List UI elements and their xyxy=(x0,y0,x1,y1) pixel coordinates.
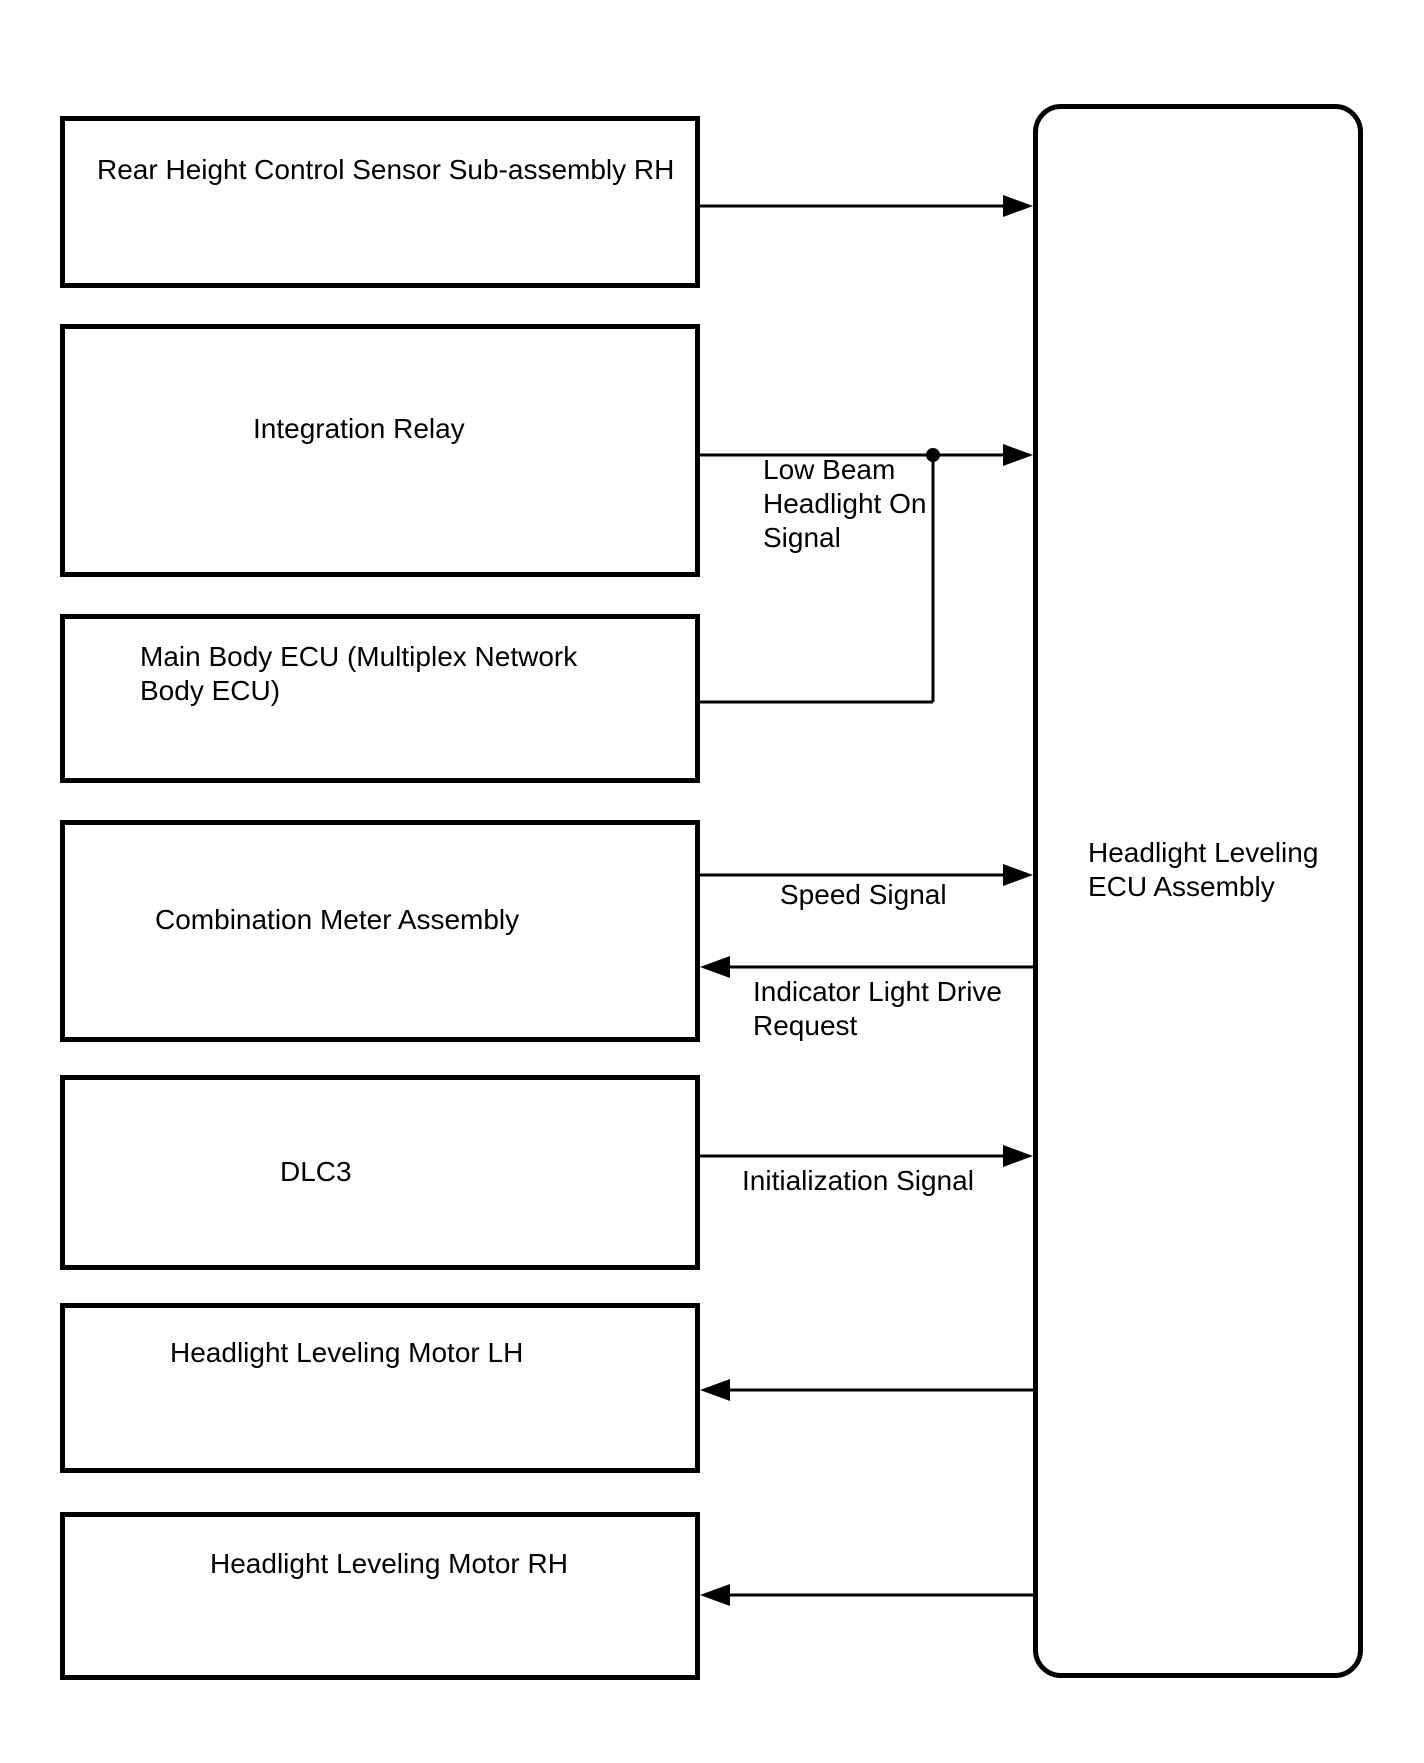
node-headlight-leveling-ecu-assembly: Headlight Leveling ECU Assembly xyxy=(1033,104,1363,1678)
node-integration-relay: Integration Relay xyxy=(60,324,700,577)
arrow-rear-height-sensor-to-ecu-head xyxy=(1003,195,1033,217)
arrow-speed-signal-to-ecu-head xyxy=(1003,864,1033,886)
node-headlight-leveling-motor-rh: Headlight Leveling Motor RH xyxy=(60,1512,700,1680)
node-headlight-leveling-ecu-assembly-label-line1: Headlight Leveling xyxy=(1088,837,1319,868)
node-main-body-ecu-label-line2: Body ECU) xyxy=(140,675,281,706)
node-main-body-ecu: Main Body ECU (Multiplex Network Body EC… xyxy=(60,614,700,783)
node-main-body-ecu-label-line1: Main Body ECU (Multiplex Network xyxy=(140,641,578,672)
node-integration-relay-label: Integration Relay xyxy=(253,413,465,444)
node-main-body-ecu-label: Main Body ECU (Multiplex Network Body EC… xyxy=(140,640,577,708)
initialization-signal-label: Initialization Signal xyxy=(742,1165,974,1196)
node-headlight-leveling-motor-rh-label: Headlight Leveling Motor RH xyxy=(210,1548,568,1579)
arrow-indicator-request-to-meter-head xyxy=(700,956,730,978)
indicator-light-drive-request-label: Indicator Light Drive Request xyxy=(753,975,1002,1043)
node-combination-meter-assembly: Combination Meter Assembly xyxy=(60,820,700,1042)
low-beam-headlight-on-signal-label: Low Beam Headlight On Signal xyxy=(763,453,926,555)
low-beam-signal-label-line1: Low Beam xyxy=(763,454,896,485)
node-dlc3: DLC3 xyxy=(60,1075,700,1270)
node-rear-height-control-sensor: Rear Height Control Sensor Sub-assembly … xyxy=(60,116,700,288)
node-rear-height-control-sensor-label: Rear Height Control Sensor Sub-assembly … xyxy=(97,154,675,185)
arrow-ecu-to-motor-lh-head xyxy=(700,1379,730,1401)
node-headlight-leveling-motor-lh: Headlight Leveling Motor LH xyxy=(60,1303,700,1473)
arrow-initialization-signal-to-ecu-head xyxy=(1003,1145,1033,1167)
arrow-ecu-to-motor-rh-head xyxy=(700,1584,730,1606)
low-beam-signal-label-line2: Headlight On xyxy=(763,488,927,519)
indicator-light-drive-request-label-line2: Request xyxy=(753,1010,858,1041)
indicator-light-drive-request-label-line1: Indicator Light Drive xyxy=(753,976,1003,1007)
node-dlc3-label: DLC3 xyxy=(280,1156,352,1187)
node-combination-meter-assembly-label: Combination Meter Assembly xyxy=(155,904,520,935)
speed-signal-label: Speed Signal xyxy=(780,879,947,910)
node-headlight-leveling-ecu-assembly-label: Headlight Leveling ECU Assembly xyxy=(1088,836,1318,904)
node-headlight-leveling-ecu-assembly-label-line2: ECU Assembly xyxy=(1088,871,1275,902)
node-headlight-leveling-motor-lh-label: Headlight Leveling Motor LH xyxy=(170,1337,524,1368)
low-beam-signal-label-line3: Signal xyxy=(763,522,841,553)
arrow-low-beam-signal-to-ecu-head xyxy=(1003,444,1033,466)
